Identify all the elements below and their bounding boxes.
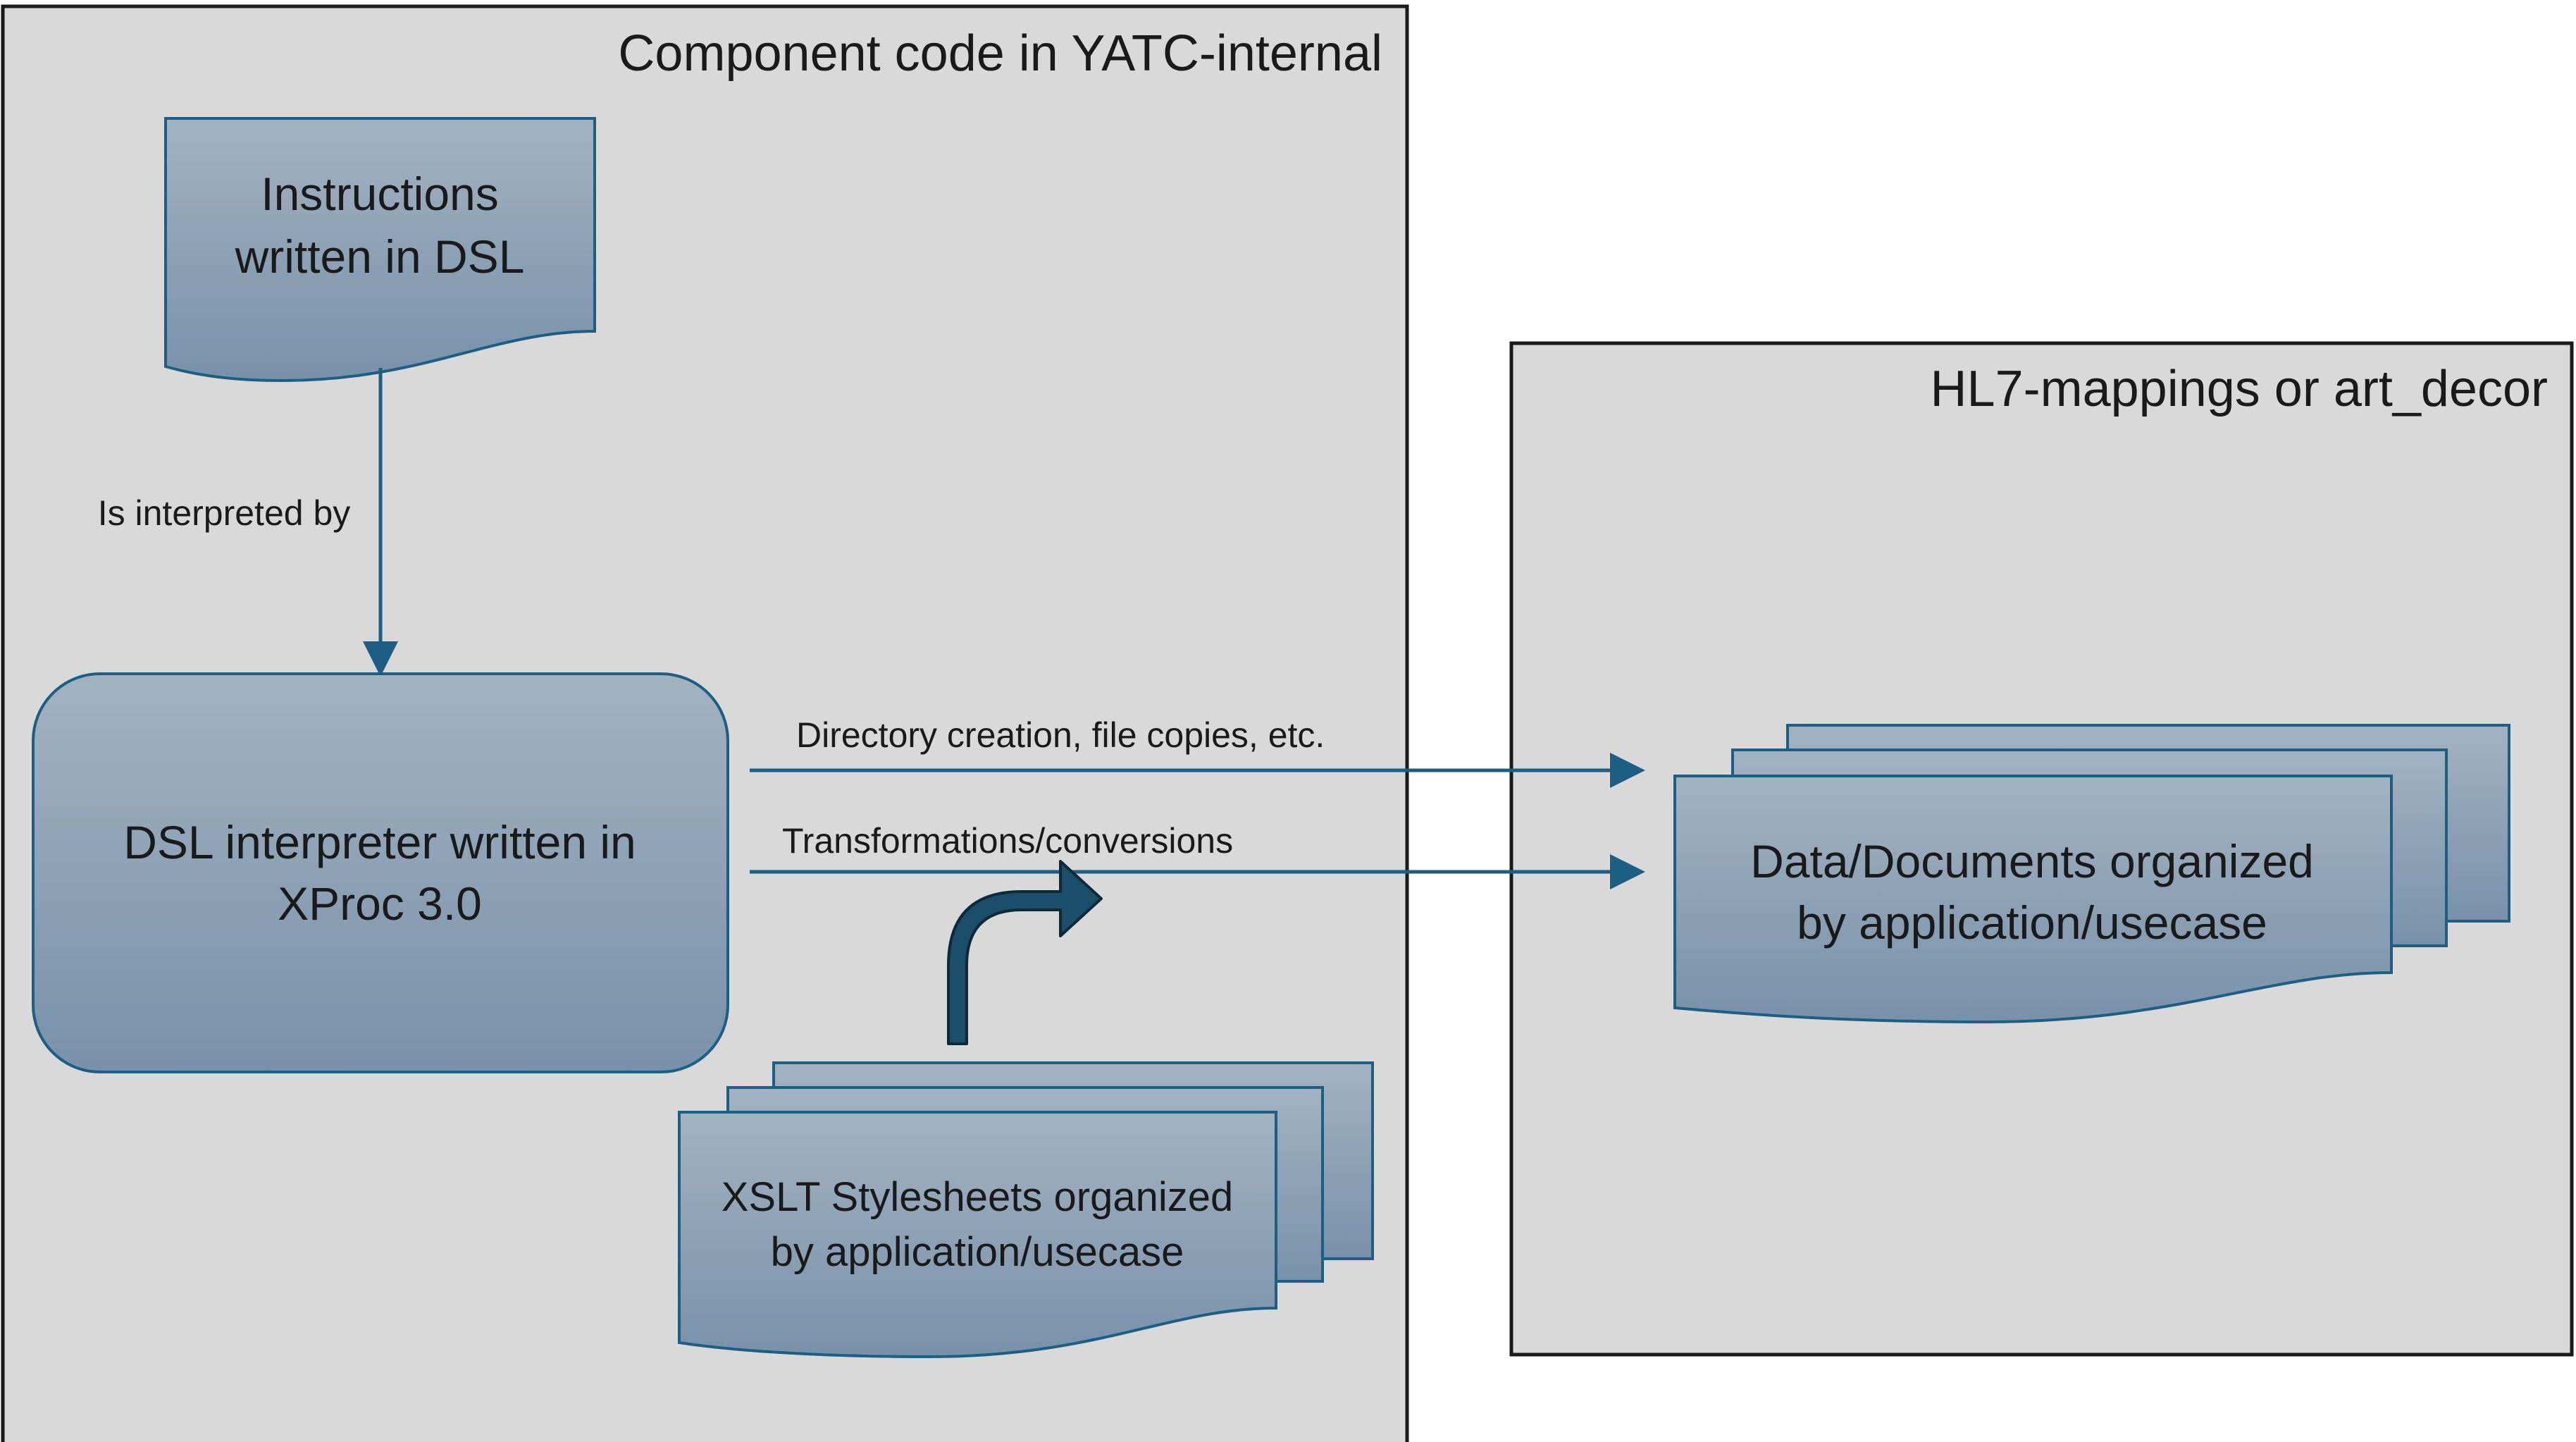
- interpreter-label-line1: DSL interpreter written in: [123, 816, 636, 868]
- xslt-label-line2: by application/usecase: [771, 1229, 1184, 1275]
- edge-interpreted-by: Is interpreted by: [98, 368, 398, 677]
- yatc-group-title: Component code in YATC-internal: [618, 25, 1382, 82]
- hl7-group-title: HL7-mappings or art_decor: [1931, 361, 2548, 417]
- edge-transformations: Transformations/conversions: [750, 821, 1645, 889]
- interpreter-label-line2: XProc 3.0: [278, 877, 482, 930]
- data-documents-multidoc: Data/Documents organized by application/…: [1673, 724, 2510, 1024]
- edge-interpreted-label: Is interpreted by: [98, 493, 351, 533]
- edge-directory-label: Directory creation, file copies, etc.: [796, 715, 1325, 755]
- data-label-line1: Data/Documents organized: [1750, 835, 2314, 887]
- xslt-stylesheets-multidoc: XSLT Stylesheets organized by applicatio…: [678, 1061, 1374, 1359]
- instructions-label-line1: Instructions: [261, 168, 498, 220]
- data-label-line2: by application/usecase: [1797, 896, 2267, 949]
- bent-up-arrow: [947, 860, 1103, 1045]
- instructions-label-line2: written in DSL: [235, 230, 525, 283]
- edge-transform-label: Transformations/conversions: [782, 821, 1233, 861]
- dsl-interpreter-node: DSL interpreter written in XProc 3.0: [32, 672, 729, 1073]
- xslt-label-line1: XSLT Stylesheets organized: [722, 1174, 1234, 1220]
- edge-directory-creation: Directory creation, file copies, etc.: [750, 715, 1645, 788]
- instructions-document: Instructions written in DSL: [164, 117, 596, 383]
